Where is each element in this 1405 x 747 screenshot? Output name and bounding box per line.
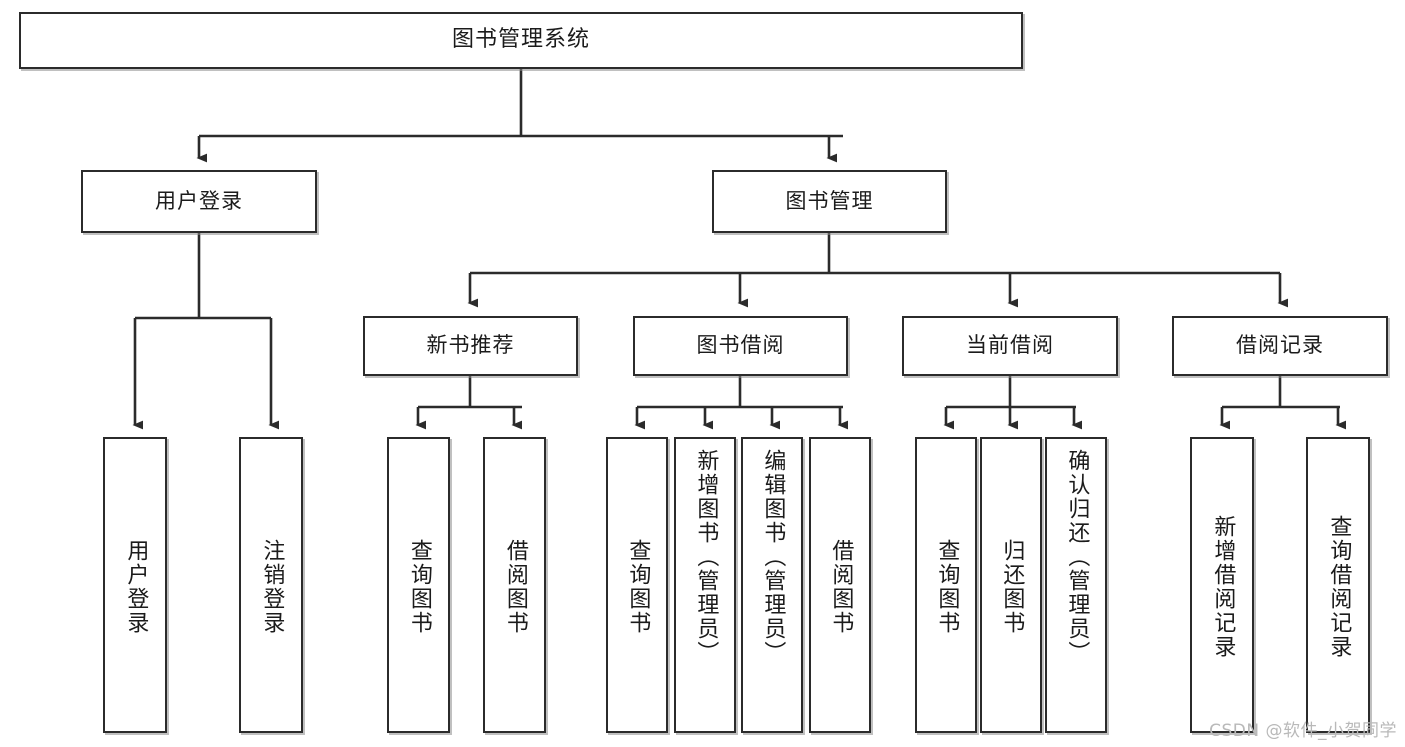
- node-leaf-query-book-1-label: 查询图书: [406, 539, 432, 635]
- node-leaf-confirm-return[interactable]: 确认归还（管理员）: [1045, 437, 1107, 733]
- node-leaf-query-record[interactable]: 查询借阅记录: [1306, 437, 1370, 733]
- node-leaf-add-book-label: 新增图书（管理员）: [693, 449, 719, 665]
- node-new-book-recommend-label: 新书推荐: [426, 333, 515, 358]
- node-borrow-record[interactable]: 借阅记录: [1172, 316, 1388, 376]
- node-leaf-user-login-label: 用户登录: [123, 539, 149, 635]
- node-leaf-query-book-2-label: 查询图书: [625, 539, 651, 635]
- node-leaf-query-book-3-label: 查询图书: [934, 539, 960, 635]
- node-leaf-logout[interactable]: 注销登录: [239, 437, 303, 733]
- node-leaf-add-record[interactable]: 新增借阅记录: [1190, 437, 1254, 733]
- node-book-borrow-label: 图书借阅: [696, 333, 785, 358]
- node-leaf-borrow-book-2[interactable]: 借阅图书: [809, 437, 871, 733]
- node-book-manage[interactable]: 图书管理: [712, 170, 947, 233]
- node-leaf-add-record-label: 新增借阅记录: [1210, 515, 1236, 659]
- node-leaf-edit-book[interactable]: 编辑图书（管理员）: [741, 437, 803, 733]
- node-leaf-query-record-label: 查询借阅记录: [1326, 515, 1352, 659]
- node-leaf-user-login[interactable]: 用户登录: [103, 437, 167, 733]
- node-current-borrow[interactable]: 当前借阅: [902, 316, 1118, 376]
- node-book-borrow[interactable]: 图书借阅: [633, 316, 848, 376]
- node-leaf-confirm-return-label: 确认归还（管理员）: [1064, 449, 1090, 665]
- node-leaf-query-book-3[interactable]: 查询图书: [915, 437, 977, 733]
- node-leaf-borrow-book-1-label: 借阅图书: [502, 539, 528, 635]
- node-leaf-query-book-1[interactable]: 查询图书: [387, 437, 450, 733]
- node-leaf-return-book-label: 归还图书: [999, 539, 1025, 635]
- node-user-login[interactable]: 用户登录: [81, 170, 317, 233]
- node-leaf-borrow-book-1[interactable]: 借阅图书: [483, 437, 546, 733]
- node-new-book-recommend[interactable]: 新书推荐: [363, 316, 578, 376]
- node-leaf-return-book[interactable]: 归还图书: [980, 437, 1042, 733]
- node-user-login-label: 用户登录: [155, 188, 243, 213]
- node-borrow-record-label: 借阅记录: [1236, 333, 1324, 358]
- node-root-label: 图书管理系统: [451, 27, 590, 53]
- node-book-manage-label: 图书管理: [785, 188, 874, 213]
- node-leaf-add-book[interactable]: 新增图书（管理员）: [674, 437, 736, 733]
- node-leaf-edit-book-label: 编辑图书（管理员）: [760, 449, 786, 665]
- watermark: CSDN @软件_小贺同学: [1209, 721, 1397, 741]
- node-current-borrow-label: 当前借阅: [966, 333, 1054, 358]
- node-leaf-borrow-book-2-label: 借阅图书: [828, 539, 854, 635]
- node-leaf-query-book-2[interactable]: 查询图书: [606, 437, 668, 733]
- node-root[interactable]: 图书管理系统: [19, 12, 1023, 69]
- node-leaf-logout-label: 注销登录: [259, 539, 285, 635]
